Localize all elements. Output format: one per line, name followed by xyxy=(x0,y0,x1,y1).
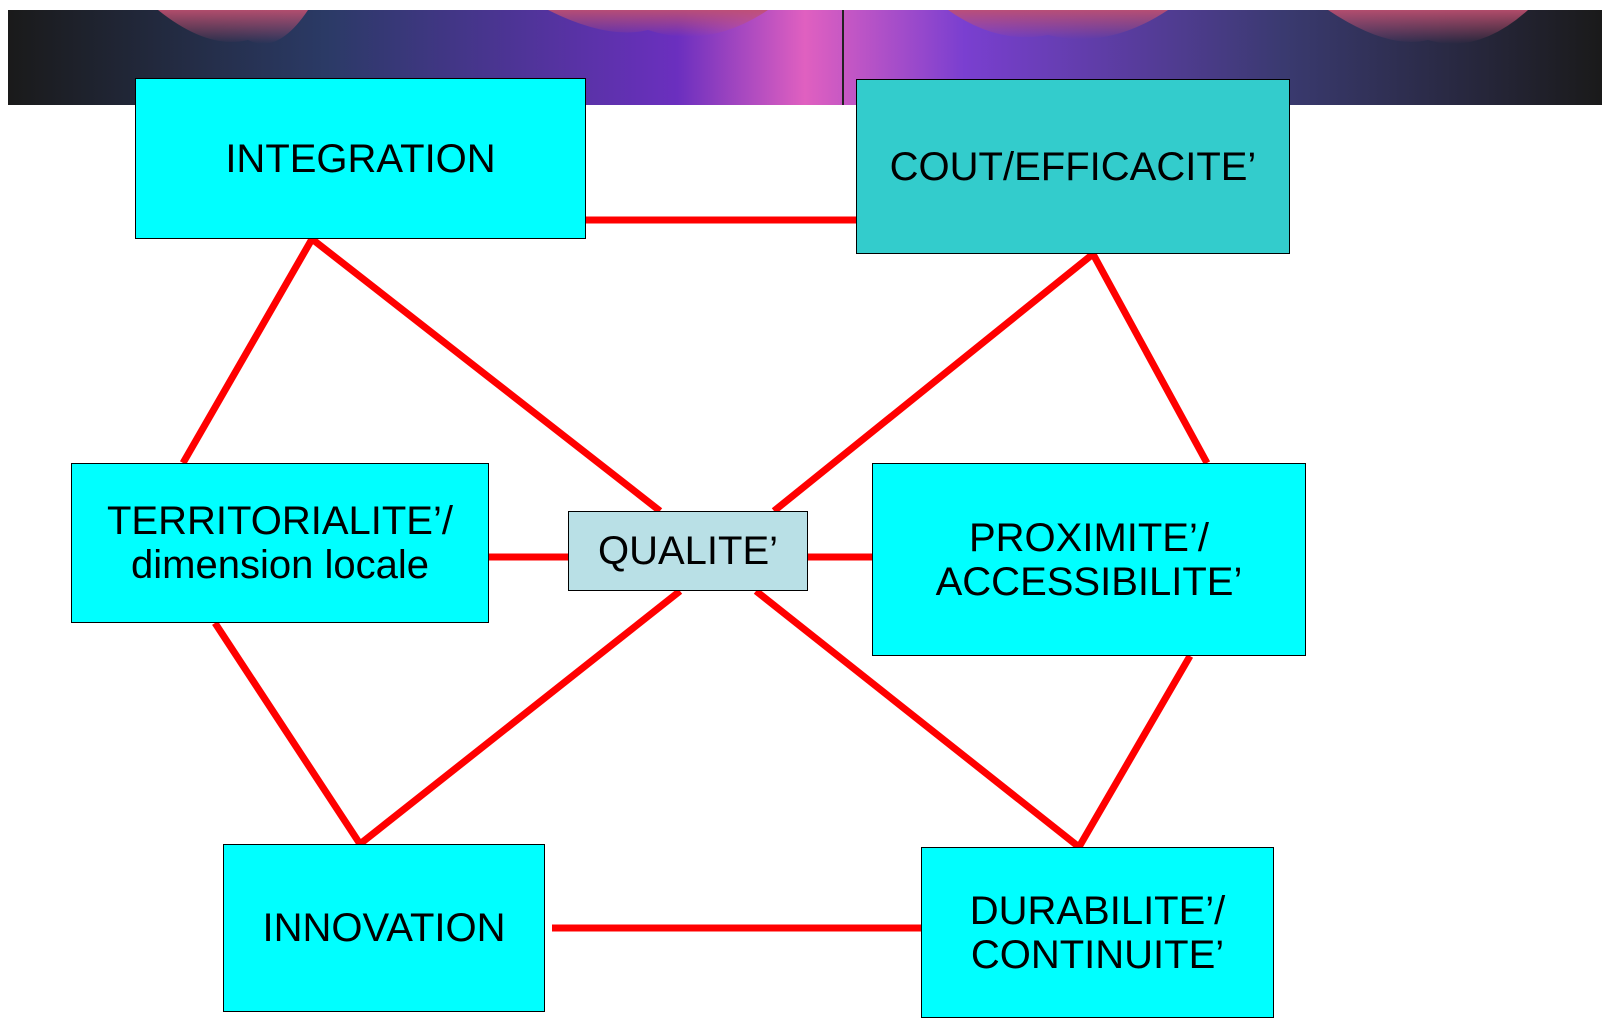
node-proximite-label: PROXIMITE’/ ACCESSIBILITE’ xyxy=(935,515,1243,604)
link-integration-territorialite xyxy=(179,237,316,465)
node-durabilite-label: DURABILITE’/ CONTINUITE’ xyxy=(969,888,1226,977)
node-qualite: QUALITE’ xyxy=(568,511,808,591)
node-cout-label: COUT/EFFICACITE’ xyxy=(889,144,1257,189)
node-integration: INTEGRATION xyxy=(135,78,586,239)
link-integration-qualite xyxy=(309,236,663,514)
node-qualite-label: QUALITE’ xyxy=(597,529,779,573)
node-territorialite: TERRITORIALITE’/ dimension locale xyxy=(71,463,489,623)
link-qualite-innovation xyxy=(357,588,683,847)
link-qualite-durabilite xyxy=(753,588,1082,850)
node-durabilite: DURABILITE’/ CONTINUITE’ xyxy=(921,847,1274,1018)
link-territorialite-innovation xyxy=(212,621,363,846)
node-cout-efficacite: COUT/EFFICACITE’ xyxy=(856,79,1290,254)
node-innovation-label: INNOVATION xyxy=(262,906,506,950)
link-proximite-durabilite xyxy=(1075,654,1194,849)
node-integration-label: INTEGRATION xyxy=(225,136,496,181)
node-innovation: INNOVATION xyxy=(223,844,545,1012)
link-cout-qualite xyxy=(771,251,1096,514)
link-cout-proximite xyxy=(1089,252,1211,465)
node-territorialite-label: TERRITORIALITE’/ dimension locale xyxy=(107,499,453,587)
node-proximite: PROXIMITE’/ ACCESSIBILITE’ xyxy=(872,463,1306,656)
